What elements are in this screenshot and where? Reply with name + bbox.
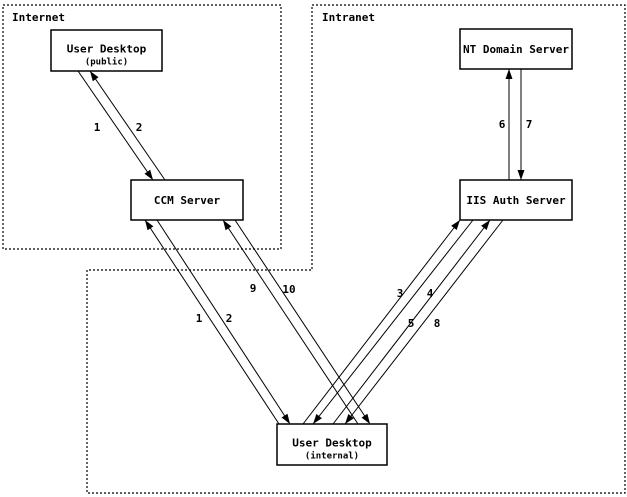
node-iis-auth-server-label: IIS Auth Server [466, 194, 566, 207]
edge-step-4-iis-to-internal-line [312, 219, 474, 425]
edge-step-2-ccm-to-internal-arrowhead [281, 413, 290, 424]
edge-step-1-internal-to-ccm-arrowhead [145, 220, 154, 231]
edge-step-9-internal-to-ccm-arrowhead [223, 220, 232, 231]
edge-step-2-ccm-to-internal-label: 2 [226, 312, 233, 325]
edge-step-9-internal-to-ccm-line [222, 219, 359, 425]
node-user-desktop-public-label: User Desktop [67, 43, 147, 56]
node-nt-domain-server [459, 28, 573, 70]
edge-step-10-ccm-to-internal-line [234, 219, 371, 425]
edge-step-3-internal-to-iis-arrowhead [451, 220, 460, 231]
node-iis-auth-server [459, 179, 573, 221]
node-ccm-server [130, 179, 244, 221]
edge-step-3-internal-to-iis-line [302, 219, 461, 425]
edge-step-1-public-to-ccm-line [77, 70, 154, 181]
edge-step-8-iis-to-internal-line [344, 219, 504, 425]
node-ccm-server-label: CCM Server [154, 194, 221, 207]
edge-step-1-public-to-ccm-label: 1 [94, 121, 101, 134]
edge-step-4-iis-to-internal-label: 4 [427, 287, 434, 300]
edge-step-2-ccm-to-public-arrowhead [90, 71, 99, 82]
edge-step-2-ccm-to-public-label: 2 [136, 121, 143, 134]
edge-step-8-iis-to-internal-arrowhead [345, 413, 354, 424]
edge-step-5-internal-to-iis-arrowhead [481, 220, 490, 231]
edge-step-10-ccm-to-internal-label: 10 [282, 283, 295, 296]
edge-step-1-internal-to-ccm-label: 1 [196, 312, 203, 325]
edge-step-6-iis-to-nt-arrowhead [505, 69, 513, 79]
node-user-desktop-internal-label: User Desktop [292, 437, 372, 450]
edge-step-1-internal-to-ccm-line [144, 219, 280, 425]
edge-step-2-ccm-to-internal-line [156, 219, 291, 425]
edge-step-9-internal-to-ccm-label: 9 [250, 282, 257, 295]
region-intranet-label: Intranet [322, 11, 375, 24]
edge-step-6-iis-to-nt-label: 6 [499, 118, 506, 131]
edge-step-7-nt-to-iis-arrowhead [517, 170, 525, 180]
region-intranet-border [86, 4, 626, 494]
node-user-desktop-public-sublabel: (public) [85, 57, 128, 68]
region-internet-label: Internet [12, 11, 65, 24]
edge-step-10-ccm-to-internal-arrowhead [361, 413, 370, 424]
node-user-desktop-internal [276, 423, 388, 466]
edge-step-1-public-to-ccm-arrowhead [144, 169, 153, 180]
region-internet-border [2, 4, 282, 250]
node-nt-domain-server-label: NT Domain Server [463, 43, 569, 56]
node-user-desktop-internal-sublabel: (internal) [305, 451, 359, 462]
edge-step-7-nt-to-iis-label: 7 [526, 118, 533, 131]
edge-step-2-ccm-to-public-line [89, 70, 166, 181]
node-user-desktop-public [50, 29, 163, 72]
edge-step-5-internal-to-iis-line [332, 219, 491, 425]
edge-step-4-iis-to-internal-arrowhead [313, 413, 322, 424]
edge-step-3-internal-to-iis-label: 3 [397, 287, 404, 300]
edge-step-8-iis-to-internal-label: 8 [434, 317, 441, 330]
edge-step-5-internal-to-iis-label: 5 [408, 317, 415, 330]
